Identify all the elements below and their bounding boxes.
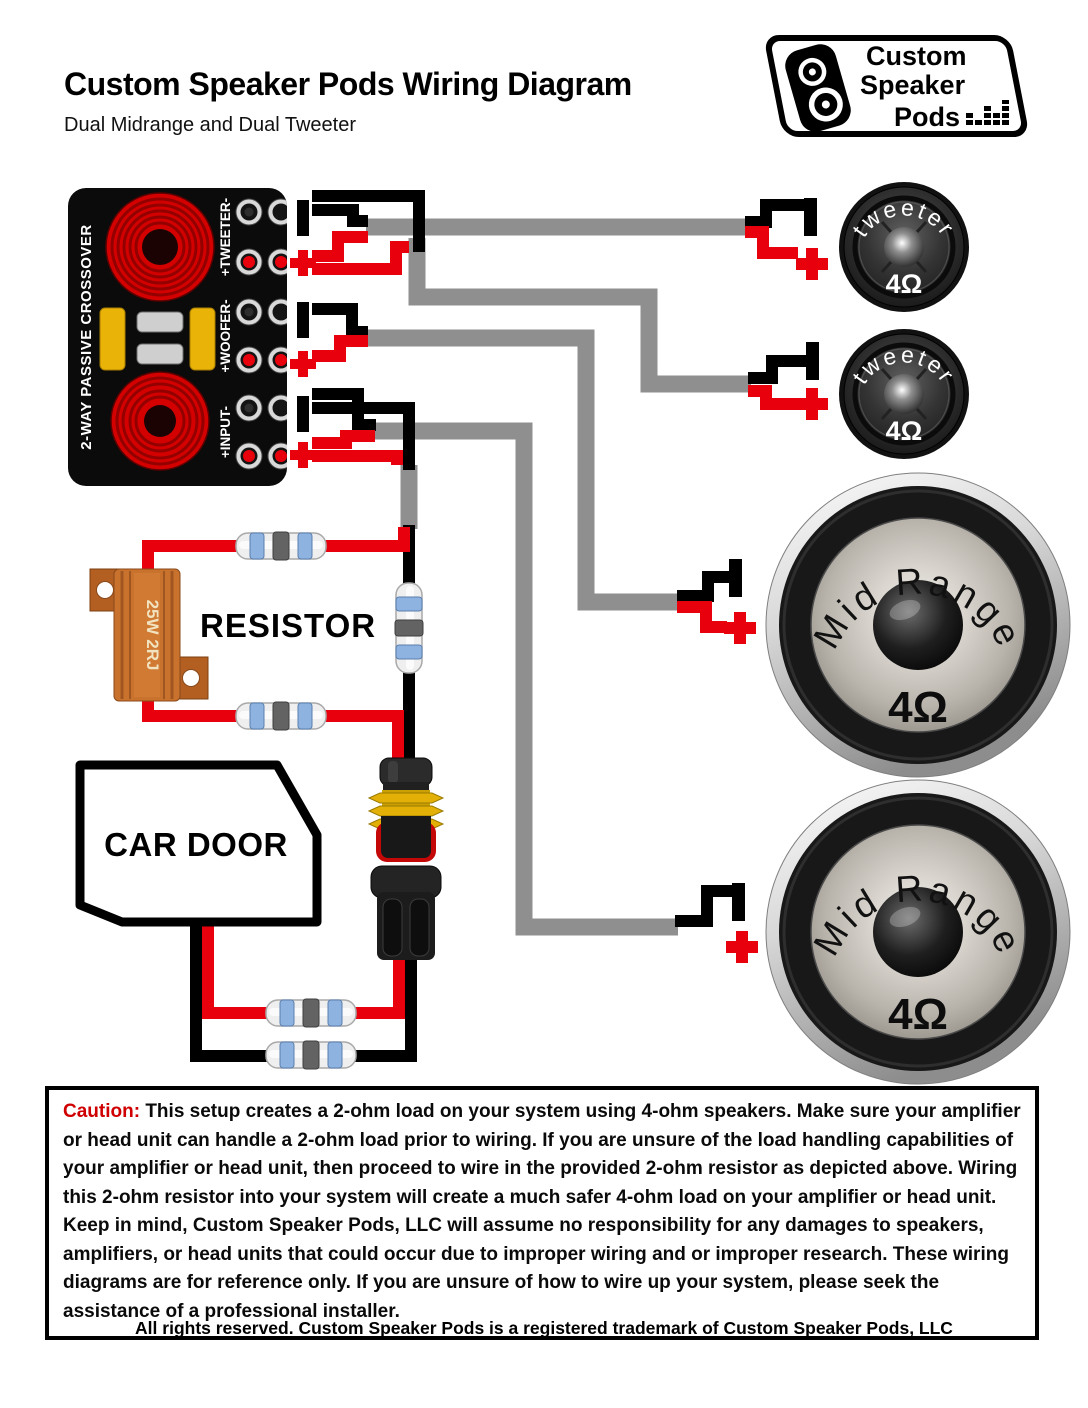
capacitor [99, 307, 126, 371]
footer-text: All rights reserved. Custom Speaker Pods… [135, 1318, 953, 1338]
minus-icon [806, 342, 819, 380]
brand-line-3: Pods [894, 102, 961, 132]
midrange-1: Mid Range 4Ω [765, 472, 1071, 778]
plus-icon [796, 248, 828, 280]
plus-icon [290, 250, 316, 276]
plus-markers [290, 248, 828, 963]
equalizer-icon [966, 100, 1010, 125]
terminal-label-tweeter: +TWEETER- [218, 198, 233, 276]
bullet-connector [394, 582, 424, 674]
female-connector [370, 865, 442, 960]
tweeter-1: tweeter 4Ω [839, 182, 969, 312]
male-connector [367, 757, 445, 862]
midrange-impedance: 4Ω [888, 683, 948, 732]
bullet-connector [265, 998, 357, 1028]
cable-tweeter-2 [408, 238, 751, 393]
cable-midrange-2 [374, 422, 678, 936]
terminal-label-woofer: +WOOFER- [218, 299, 233, 372]
bullet-connector [235, 701, 327, 731]
minus-icon [297, 302, 309, 338]
terminal-label-input: +INPUT- [218, 406, 233, 458]
caution-prefix: Caution: [63, 1101, 141, 1122]
bullet-connector [265, 1040, 357, 1070]
plus-icon [726, 931, 758, 963]
tweeter-2: tweeter 4Ω [839, 329, 969, 459]
inductor-coil [110, 371, 210, 471]
caution-text: Caution: This setup creates a 2-ohm load… [63, 1098, 1021, 1326]
minus-icon [297, 200, 309, 236]
plus-icon [796, 388, 828, 420]
tweeter-impedance: 4Ω [886, 416, 923, 446]
caution-body: This setup creates a 2-ohm load on your … [63, 1101, 1021, 1322]
page-title: Custom Speaker Pods Wiring Diagram [64, 66, 632, 102]
crossover-graphic: 2-WAY PASSIVE CROSSOVER +TWEETER- +WOOFE… [78, 192, 287, 471]
cable-midrange-1 [366, 329, 680, 611]
inductor-coil [105, 192, 215, 302]
plus-icon [290, 442, 316, 468]
car-door-shape [75, 760, 322, 927]
crossover-module: 2-WAY PASSIVE CROSSOVER +TWEETER- +WOOFE… [68, 188, 287, 486]
minus-icon [297, 396, 309, 432]
speaker-cables [366, 218, 751, 936]
minus-icon [732, 883, 745, 921]
resistor-label: RESISTOR [200, 607, 377, 644]
capacitor [189, 307, 216, 371]
midrange-impedance: 4Ω [888, 990, 948, 1039]
midrange-2: Mid Range 4Ω [765, 779, 1071, 1085]
page-subtitle: Dual Midrange and Dual Tweeter [64, 114, 357, 136]
plus-icon [290, 351, 316, 377]
resistor-rating: 25W 2RJ [143, 600, 162, 671]
minus-icon [804, 198, 817, 236]
brand-logo-text: Custom Speaker Pods [860, 42, 1012, 132]
crossover-resistor [136, 311, 184, 365]
brand-line-2: Speaker [860, 70, 966, 100]
terminal-posts [235, 198, 287, 470]
power-resistor: 25W 2RJ [89, 568, 209, 702]
brand-line-1: Custom [866, 41, 967, 71]
tweeter-impedance: 4Ω [886, 269, 923, 299]
car-door-label: CAR DOOR [104, 826, 288, 863]
speaker-pod-icon [785, 44, 851, 132]
brand-logo: Custom Speaker Pods [778, 38, 1018, 138]
plus-icon [724, 612, 756, 644]
caution-box: Caution: This setup creates a 2-ohm load… [45, 1086, 1039, 1340]
minus-markers [297, 198, 819, 921]
minus-icon [729, 559, 742, 597]
crossover-label: 2-WAY PASSIVE CROSSOVER [78, 224, 95, 449]
bullet-connector [235, 531, 327, 561]
